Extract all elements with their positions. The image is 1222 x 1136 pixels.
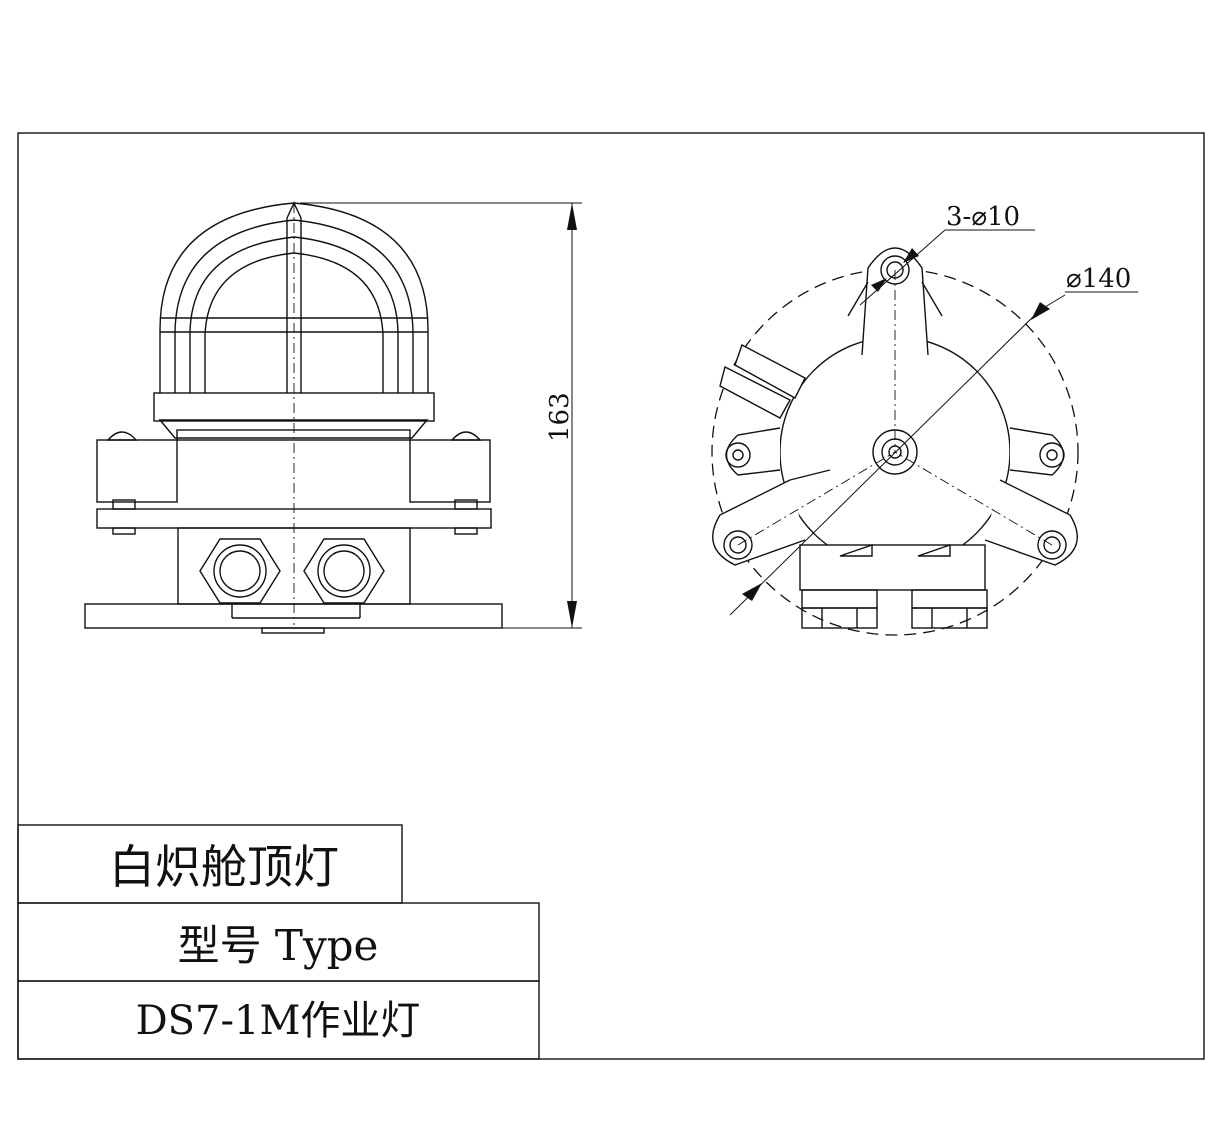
- right-lug: [409, 439, 491, 503]
- cable-gland-left: [199, 538, 281, 604]
- base-plate: [84, 603, 503, 629]
- hole-label: 3-⌀10: [946, 202, 1020, 232]
- product-name: 白炽舱顶灯: [109, 840, 339, 894]
- gland-box: [799, 544, 986, 591]
- side-view: 163: [84, 201, 582, 634]
- sheet-frame: [17, 132, 1205, 1060]
- diameter-label: ⌀140: [1066, 264, 1131, 294]
- top-mounting-lug: [861, 247, 929, 356]
- hole-leader: [859, 229, 946, 306]
- model-name: DS7-1M作业灯: [136, 998, 421, 1044]
- screw-head: [106, 431, 138, 441]
- diameter-leader: [729, 309, 1041, 616]
- cable-gland-right: [303, 538, 385, 604]
- left-lug: [96, 439, 178, 503]
- height-dimension-label: 163: [545, 392, 575, 442]
- mounting-hole: [1043, 536, 1061, 554]
- screw-head: [450, 431, 482, 441]
- title-block: 白炽舱顶灯 型号 Type DS7-1M作业灯: [17, 824, 540, 1060]
- right-mounting-lug: [984, 479, 1078, 566]
- left-mounting-lug: [712, 479, 806, 566]
- top-view: ⌀140 3-⌀10: [711, 202, 1138, 636]
- mounting-hole: [729, 536, 747, 554]
- type-label: 型号 Type: [178, 921, 379, 970]
